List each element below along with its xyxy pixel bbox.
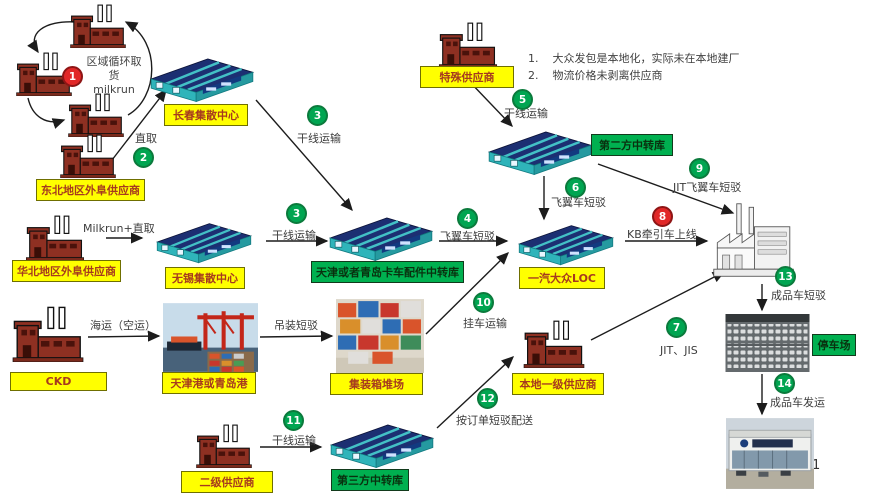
factory-icon-special [438, 22, 498, 68]
port-photo [163, 303, 258, 372]
factory-icon-huabei [26, 215, 84, 261]
dealership-photo [726, 418, 814, 489]
flow-label-direct-pick: 直取 [135, 132, 157, 145]
step-badge-10: 10 [473, 292, 494, 313]
flow-label-jit-wing: JIT飞翼车短驳 [673, 181, 742, 194]
label-tier1-supplier: 本地一级供应商 [512, 373, 604, 395]
step-badge-4: 4 [457, 208, 478, 229]
factory-icon-dongbei [60, 134, 116, 178]
step-badge-14: 14 [774, 373, 795, 394]
factory-icon-milkrun-bottom [68, 93, 124, 137]
step-badge-8: 8 [652, 206, 673, 227]
milkrun-note: 区域循环取货 milkrun [82, 55, 146, 97]
step-badge-6: 6 [565, 177, 586, 198]
flow-label-sea-air: 海运（空运） [90, 319, 156, 332]
label-special-supplier: 特殊供应商 [420, 66, 514, 88]
label-huabei-supplier: 华北地区外阜供应商 [12, 260, 121, 282]
label-changchun-hub: 长春集散中心 [164, 104, 248, 126]
container-yard-photo [336, 299, 424, 373]
step-badge-11: 11 [283, 410, 304, 431]
flow-label-trunk-3: 干线运输 [504, 107, 548, 120]
flow-label-wing-2: 飞翼车短驳 [551, 196, 606, 209]
warehouse-icon-parts-hub [325, 213, 437, 263]
step-badge-12: 12 [477, 388, 498, 409]
step-badge-3a: 3 [307, 105, 328, 126]
step-badge-2: 2 [133, 147, 154, 168]
warehouse-icon-wuxi [144, 219, 264, 265]
flow-label-trunk-2: 干线运输 [272, 229, 316, 242]
flow-label-hoist: 吊装短驳 [274, 319, 318, 332]
note-line-2: 2. 物流价格未剥离供应商 [528, 69, 663, 82]
flow-label-milkrun-pick: Milkrun+直取 [83, 222, 155, 235]
label-dongbei-supplier: 东北地区外阜供应商 [36, 179, 145, 201]
label-wuxi-hub: 无锡集散中心 [165, 267, 245, 289]
notes-block: 1. 大众发包是本地化，实际未在本地建厂 2. 物流价格未剥离供应商 [528, 50, 739, 84]
flow-label-jit-jis: JIT、JIS [660, 344, 698, 357]
flow-label-kb-online: KB牵引车上线 [627, 228, 697, 241]
flow-label-trailer: 挂车运输 [463, 317, 507, 330]
page-number: 1 [812, 458, 821, 473]
flow-label-finished-short: 成品车短驳 [771, 289, 826, 302]
warehouse-icon-hub2 [483, 127, 597, 177]
step-badge-5: 5 [512, 89, 533, 110]
label-hub2: 第二方中转库 [591, 134, 673, 156]
step-badge-9: 9 [689, 158, 710, 179]
factory-icon-ckd [12, 306, 84, 362]
flow-label-order-delivery: 按订单短驳配送 [456, 414, 533, 427]
factory-icon-tier2 [190, 424, 258, 468]
label-parking: 停车场 [812, 334, 856, 356]
label-port: 天津港或青岛港 [162, 372, 256, 394]
step-badge-13: 13 [775, 266, 796, 287]
label-yard: 集装箱堆场 [330, 373, 423, 395]
flow-label-trunk-4: 干线运输 [272, 434, 316, 447]
note-line-1: 1. 大众发包是本地化，实际未在本地建厂 [528, 52, 740, 65]
factory-icon-tier1 [519, 320, 589, 368]
parking-lot-photo [725, 314, 810, 372]
label-loc: 一汽大众LOC [519, 267, 605, 289]
step-badge-7: 7 [666, 317, 687, 338]
warehouse-icon-loc [509, 221, 623, 267]
label-hub3: 第三方中转库 [331, 469, 409, 491]
warehouse-icon-hub3 [325, 420, 439, 470]
flow-label-finished-dispatch: 成品车发运 [770, 396, 825, 409]
factory-icon-milkrun-top [70, 4, 126, 48]
label-ckd: CKD [10, 372, 107, 391]
milkrun-note-line1: 区域循环取货 [86, 55, 142, 82]
label-parts-hub: 天津或者青岛卡车配件中转库 [311, 261, 464, 283]
step-badge-3b: 3 [286, 203, 307, 224]
label-tier2-supplier: 二级供应商 [181, 471, 273, 493]
flow-label-wing-1: 飞翼车短驳 [440, 230, 495, 243]
flow-label-trunk-1: 干线运输 [297, 132, 341, 145]
step-badge-1: 1 [62, 66, 83, 87]
warehouse-icon-changchun [146, 54, 258, 104]
